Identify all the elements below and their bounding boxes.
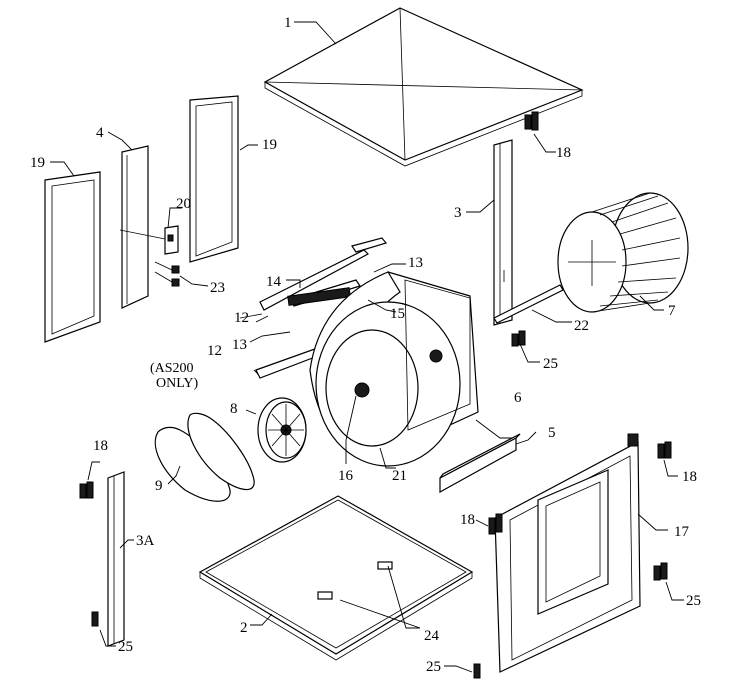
leader-lines [50, 21, 684, 673]
callout-13b: 13 [232, 337, 247, 353]
callout-18c: 18 [682, 469, 697, 485]
bracket-icon [79, 330, 672, 679]
callout-1: 1 [284, 15, 292, 31]
top-panel [263, 7, 584, 167]
access-door-panel [494, 433, 641, 673]
callout-12b: 12 [207, 343, 222, 359]
callout-2: 2 [240, 620, 248, 636]
callout-15: 15 [390, 306, 405, 322]
corner-post-left [107, 471, 125, 647]
callout-25c: 25 [686, 593, 701, 609]
shaft [493, 284, 564, 324]
callout-12b-note-line1: (AS200 [150, 361, 194, 376]
angle-bracket [439, 433, 521, 494]
callout-19b: 19 [262, 137, 277, 153]
callout-25d: 25 [426, 659, 441, 675]
callout-4: 4 [96, 125, 104, 141]
callouts: 1 4 19 19 20 23 3 18 7 22 6 25 13 14 15 … [30, 15, 701, 675]
callout-18d: 18 [460, 512, 475, 528]
callout-19a: 19 [30, 155, 45, 171]
callout-3a: 3A [136, 533, 155, 549]
callout-25a: 25 [543, 356, 558, 372]
callout-23: 23 [210, 280, 225, 296]
callout-14: 14 [266, 274, 282, 290]
callout-16: 16 [338, 468, 354, 484]
pulley [257, 397, 307, 463]
callout-5: 5 [548, 425, 556, 441]
callout-6: 6 [514, 390, 522, 406]
drive-belts [154, 412, 255, 502]
callout-24: 24 [424, 628, 440, 644]
callout-18a: 18 [556, 145, 571, 161]
callout-9: 9 [155, 478, 163, 494]
callout-22: 22 [574, 318, 589, 334]
callout-12b-note-line2: ONLY) [156, 376, 198, 391]
callout-8: 8 [230, 401, 238, 417]
blower-wheel [557, 192, 689, 313]
fittings [154, 261, 180, 287]
callout-18b: 18 [93, 438, 108, 454]
corner-post-right [493, 139, 513, 326]
callout-21: 21 [392, 468, 407, 484]
filter-panel-right [189, 95, 239, 263]
callout-25b: 25 [118, 639, 133, 655]
callout-3: 3 [454, 205, 462, 221]
callout-20: 20 [176, 196, 191, 212]
electrical-box [119, 225, 179, 255]
callout-12a: 12 [234, 310, 249, 326]
bracket-icon [524, 111, 539, 131]
callout-13a: 13 [408, 255, 423, 271]
side-plate [121, 145, 149, 309]
callout-17: 17 [674, 524, 690, 540]
filter-panel-left [44, 171, 101, 343]
base-pan [198, 495, 474, 661]
callout-7: 7 [668, 303, 676, 319]
blower-housing [309, 271, 479, 467]
